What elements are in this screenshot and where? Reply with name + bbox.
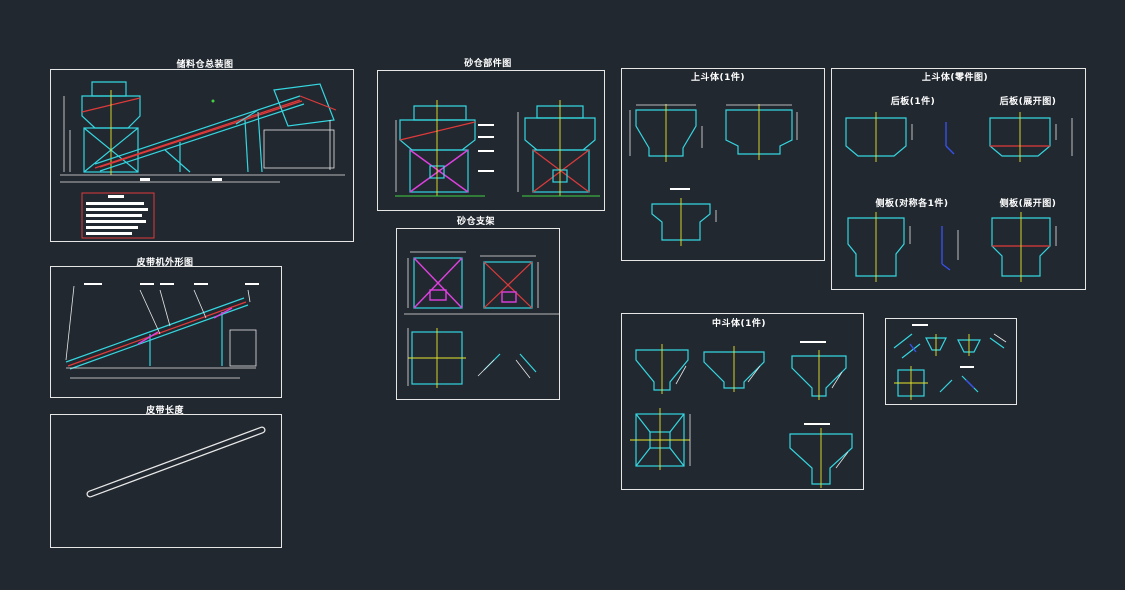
panel-lower-hopper: [885, 318, 1017, 405]
panel-upper-hopper: [621, 68, 825, 261]
panel-title-conveyor-outline: 皮带机外形图: [136, 258, 194, 268]
label-rear-plate-unfolded: 后板(展开图): [999, 97, 1057, 107]
panel-title-upper-hopper-parts: 上斗体(零件图): [921, 73, 989, 83]
panel-title-hopper-parts: 砂仓部件图: [464, 59, 512, 69]
label-rear-plate: 后板(1件): [890, 97, 936, 107]
panel-overview: [50, 69, 354, 242]
label-side-plate-pair: 侧板(对称各1件): [875, 199, 949, 209]
panel-belt-length: [50, 414, 282, 548]
panel-title-belt-length: 皮带长度: [145, 406, 185, 416]
label-side-plate-unfolded: 侧板(展开图): [999, 199, 1057, 209]
panel-title-overview: 储料仓总装图: [176, 60, 234, 70]
panel-upper-hopper-parts: [831, 68, 1086, 290]
panel-conveyor-outline: [50, 266, 282, 398]
panel-hopper-parts: [377, 70, 605, 211]
panel-title-middle-hopper: 中斗体(1件): [712, 319, 766, 329]
panel-title-bin-support: 砂仓支架: [456, 217, 496, 227]
panel-title-upper-hopper: 上斗体(1件): [691, 73, 745, 83]
panel-middle-hopper: [621, 313, 864, 490]
